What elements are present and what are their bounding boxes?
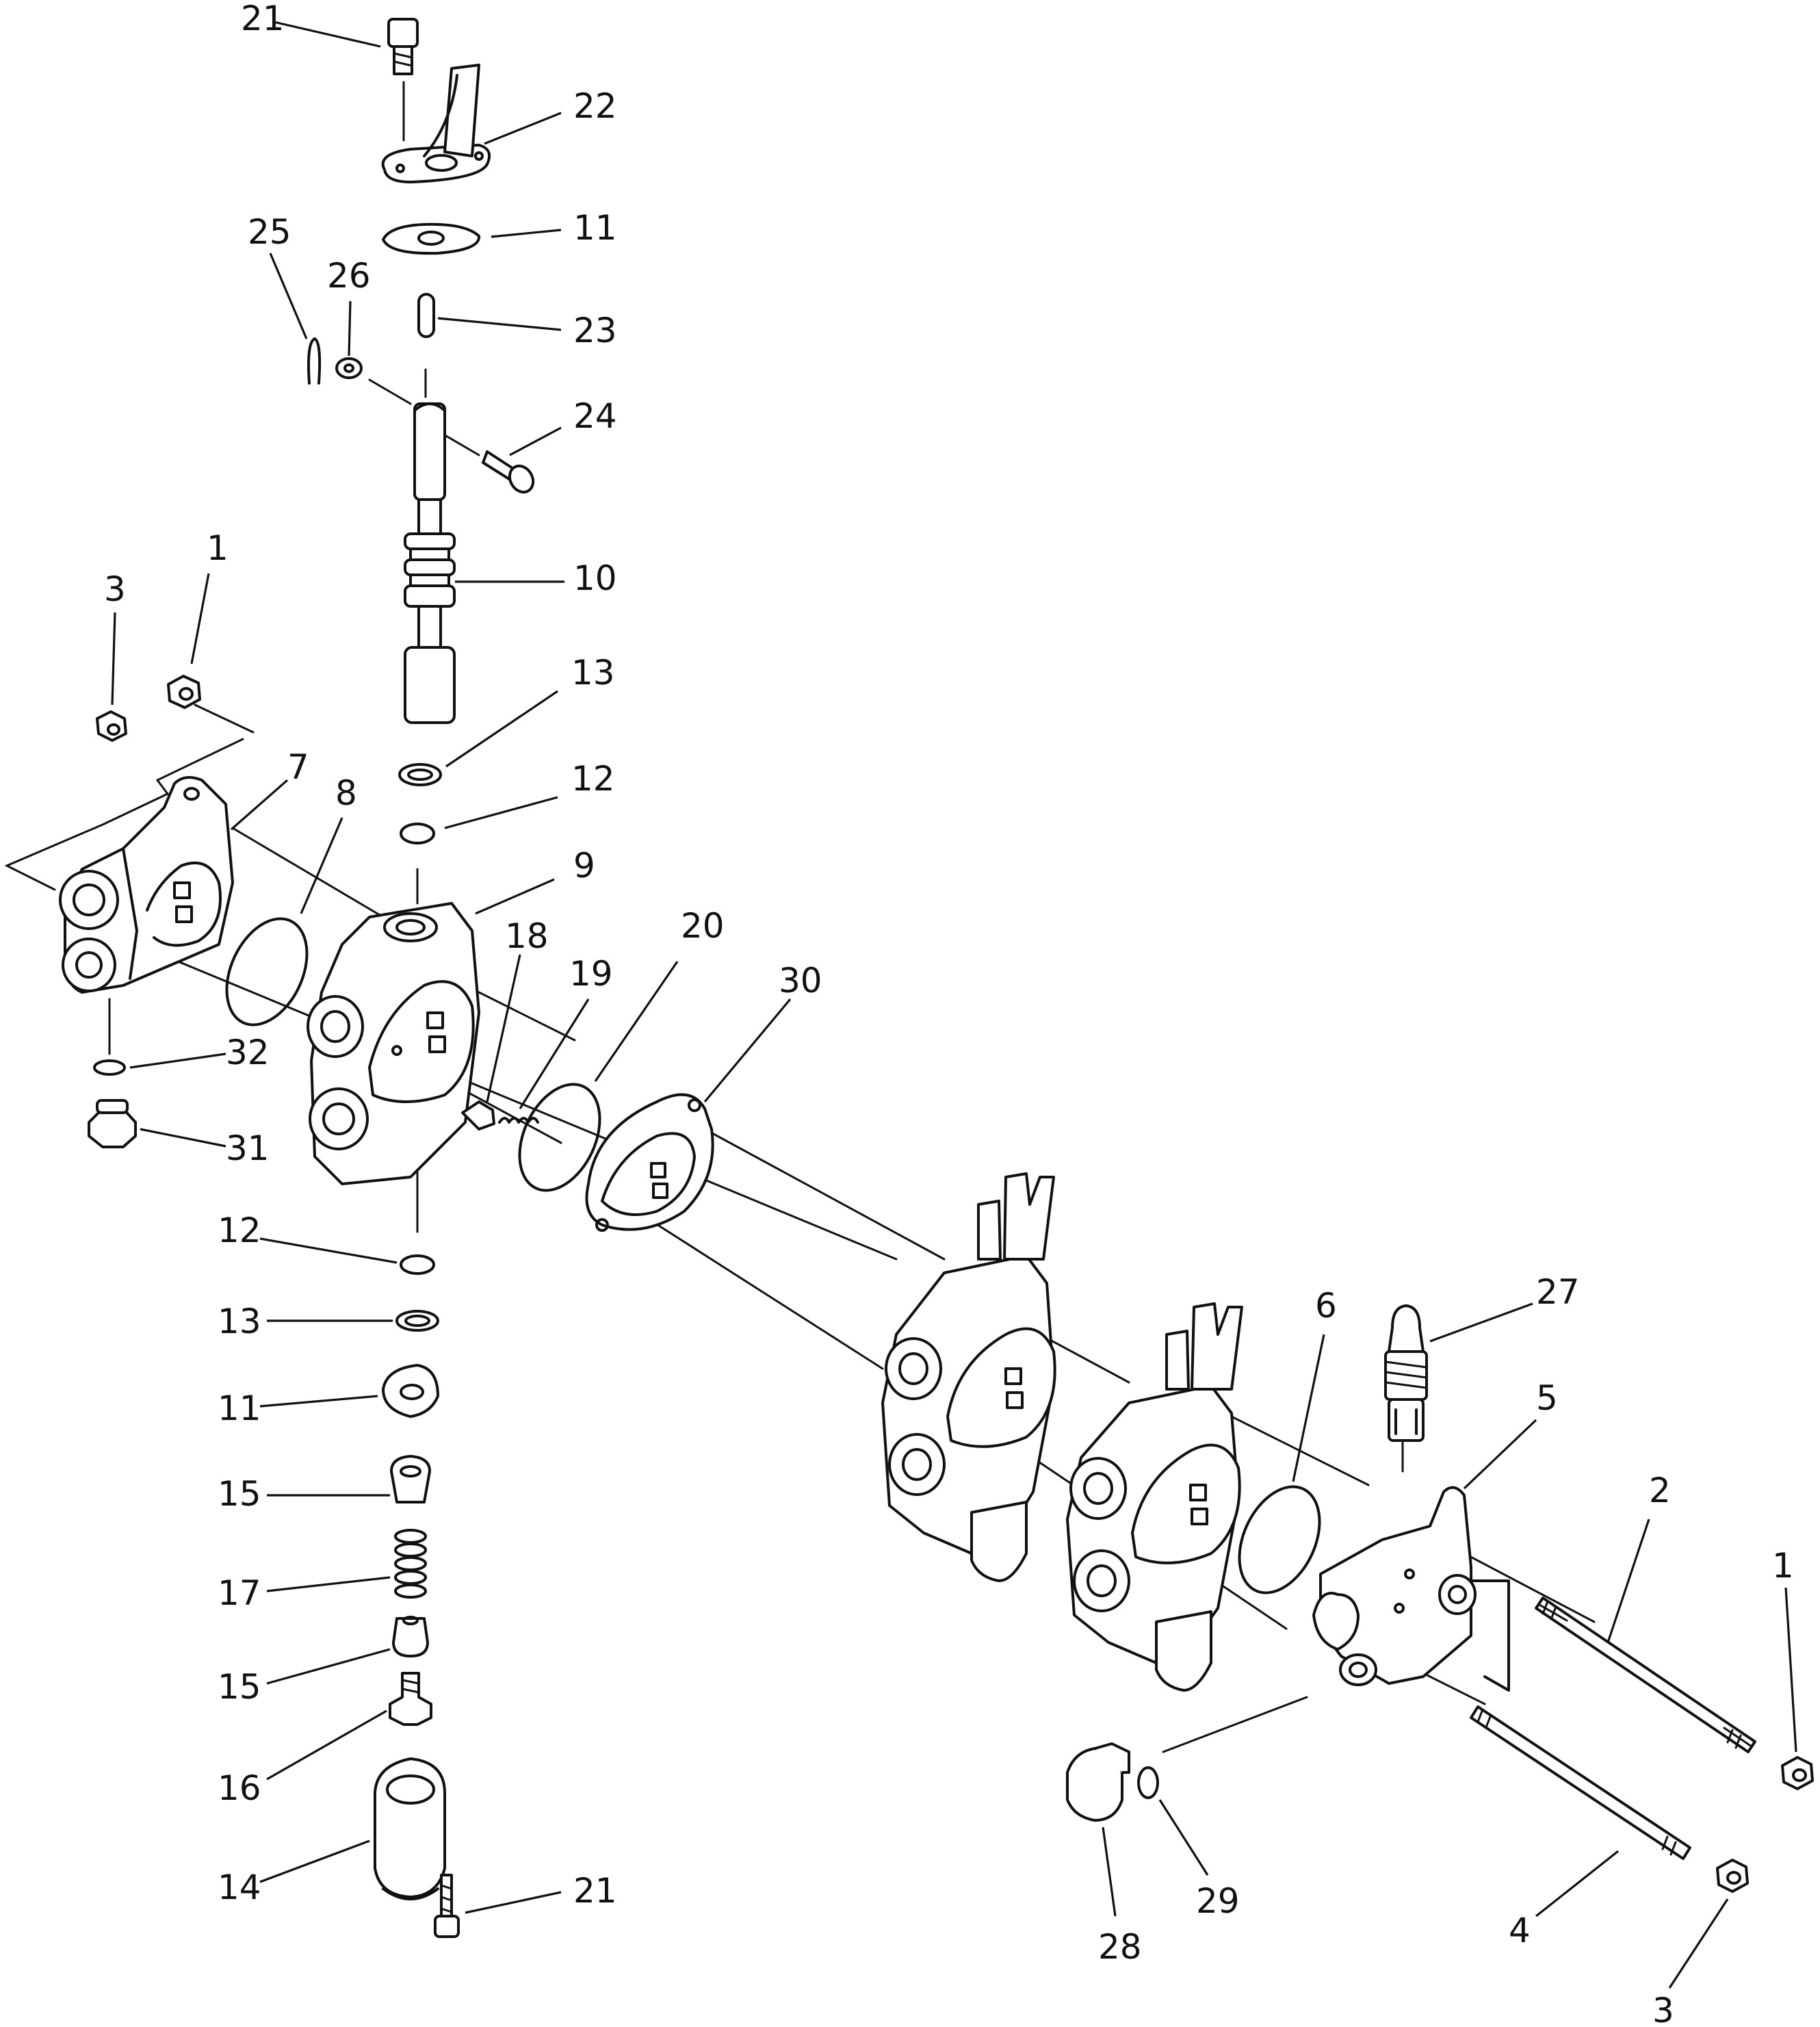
nut-3-left: [96, 710, 127, 742]
callout-13-lower: 13: [218, 1302, 261, 1341]
callout-1-left: 1: [207, 528, 229, 568]
seal-ring-6: [1238, 1485, 1321, 1595]
callout-28: 28: [1098, 1927, 1142, 1967]
callout-1-right: 1: [1772, 1546, 1794, 1586]
valve-section-b: [1066, 1302, 1243, 1692]
callout-27: 27: [1536, 1272, 1580, 1312]
callout-11-lower: 11: [218, 1389, 261, 1428]
callout-21-bottom: 21: [573, 1871, 617, 1911]
callout-2: 2: [1649, 1471, 1671, 1510]
cap-14: [374, 1757, 446, 1900]
callout-29: 29: [1196, 1881, 1240, 1921]
cotter-pin-25: [307, 337, 322, 385]
seal-ring-20: [518, 1083, 601, 1192]
tie-rod-2: [1535, 1597, 1756, 1753]
bolt-16: [389, 1672, 432, 1726]
callout-18: 18: [505, 916, 549, 956]
callout-3-left: 3: [104, 569, 126, 609]
callout-30: 30: [779, 961, 822, 1000]
spacer-plate-30: [585, 1093, 714, 1232]
callout-20: 20: [681, 906, 725, 946]
gasket-11-lower: [382, 1364, 439, 1418]
callout-25: 25: [248, 212, 291, 252]
o-ring-29: [1137, 1766, 1159, 1799]
callout-15-upper: 15: [218, 1474, 261, 1514]
leader-lines: [111, 21, 1797, 1989]
spring-17: [394, 1529, 427, 1599]
callouts: 21 22 11 25 26 23 24 10 1 3 13 12 7 8 9 …: [104, 0, 1794, 2027]
washer-26: [335, 357, 363, 379]
tie-rod-4: [1470, 1705, 1691, 1860]
callout-10: 10: [573, 558, 617, 598]
o-ring-12-lower: [400, 1254, 435, 1275]
callout-19: 19: [569, 954, 613, 994]
gasket-11-top: [382, 222, 480, 255]
bolt-21-top: [387, 18, 419, 75]
callout-8: 8: [335, 773, 357, 813]
callout-11-top: 11: [573, 208, 617, 248]
plug-28: [1066, 1742, 1130, 1822]
callout-7: 7: [287, 747, 309, 787]
o-ring-12-upper: [400, 823, 435, 844]
callout-15-lower: 15: [218, 1667, 261, 1707]
valve-body-9: [307, 902, 480, 1185]
backup-ring-13-lower: [395, 1310, 439, 1332]
valve-section-a: [881, 1172, 1056, 1582]
backup-ring-13-upper: [398, 763, 442, 786]
inlet-cover-7: [59, 776, 234, 994]
callout-13-upper: 13: [571, 653, 615, 693]
callout-3-right: 3: [1652, 1991, 1674, 2027]
spool-10: [404, 402, 456, 724]
spring-19: [498, 1117, 539, 1124]
plug-31: [88, 1099, 137, 1148]
lever-bracket-22: [381, 64, 491, 183]
callout-6: 6: [1315, 1286, 1337, 1326]
callout-26: 26: [327, 256, 371, 296]
callout-16: 16: [218, 1768, 261, 1808]
callout-4: 4: [1509, 1911, 1531, 1950]
check-poppet-18: [461, 1100, 495, 1131]
callout-12-lower: 12: [218, 1211, 261, 1250]
callout-21-top: 21: [241, 0, 285, 38]
spring-seat-15-lower: [392, 1616, 429, 1657]
callout-24: 24: [573, 396, 617, 436]
spring-seat-15-upper: [390, 1455, 431, 1503]
seal-ring-8: [225, 917, 309, 1027]
clevis-pin-24: [482, 450, 535, 494]
nut-1-left: [167, 675, 201, 709]
callout-31: 31: [226, 1128, 270, 1168]
o-ring-32: [93, 1059, 126, 1076]
bolt-21-bottom: [434, 1874, 460, 1938]
callout-5: 5: [1536, 1378, 1558, 1418]
callout-9: 9: [573, 846, 595, 886]
callout-22: 22: [573, 86, 617, 126]
callout-17: 17: [218, 1573, 261, 1613]
relief-valve-27: [1384, 1304, 1428, 1442]
callout-12-upper: 12: [571, 759, 615, 799]
callout-23: 23: [573, 311, 617, 350]
outlet-cover-5: [1312, 1486, 1510, 1692]
pin-23: [417, 293, 435, 338]
nut-3-right: [1716, 1859, 1749, 1893]
callout-14: 14: [218, 1868, 261, 1907]
nut-1-right: [1781, 1756, 1814, 1790]
callout-32: 32: [226, 1033, 270, 1072]
